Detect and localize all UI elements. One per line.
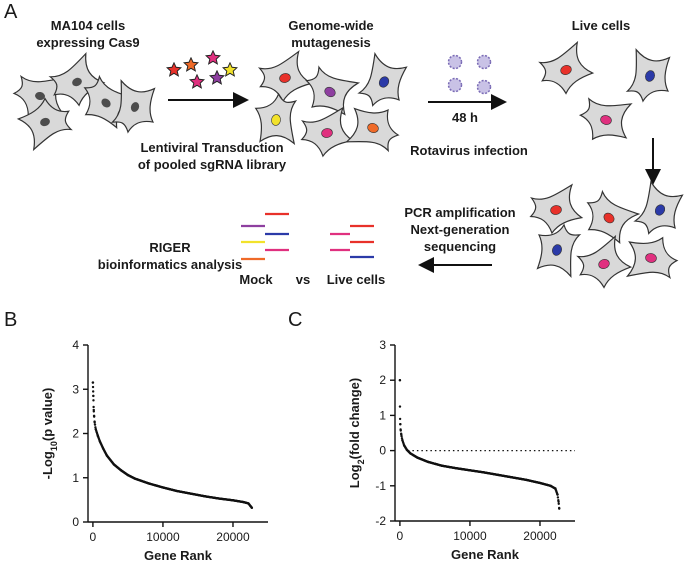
riger-label-line1: RIGER [149, 240, 191, 255]
cas9-cell-group [9, 51, 165, 152]
x-tick-label: 0 [397, 529, 404, 543]
data-point [91, 385, 95, 389]
rotavirus-icon [447, 54, 492, 95]
y-tick-label: 1 [379, 408, 386, 422]
x-tick-label: 20000 [216, 530, 250, 544]
mock-label: Mock [239, 272, 273, 287]
data-point [92, 399, 95, 402]
time-label: 48 h [452, 110, 478, 125]
data-point [556, 493, 559, 496]
y-tick-label: 0 [72, 515, 79, 529]
data-point [92, 415, 96, 418]
x-tick-label: 10000 [146, 530, 180, 544]
data-point [92, 394, 95, 398]
data-point [398, 379, 402, 382]
vs-label: vs [296, 272, 310, 287]
x-tick-label: 10000 [453, 529, 487, 543]
data-point [92, 408, 95, 412]
data-point [398, 417, 402, 421]
data-point [399, 429, 402, 432]
x-axis-title: Gene Rank [144, 548, 213, 563]
data-point [91, 381, 95, 384]
y-axis-title: -Log10(p value) [40, 388, 59, 480]
y-axis-title-part: Log [347, 464, 362, 488]
data-point [94, 426, 97, 429]
live-cell-group [533, 40, 680, 149]
y-tick-label: -1 [375, 479, 386, 493]
panel-label-b: B [4, 309, 17, 331]
data-point [91, 390, 95, 393]
mutagenized-cell-group [249, 49, 416, 160]
transduction-label-line1: Lentiviral Transduction [140, 140, 283, 155]
sgrna-library-icon [166, 50, 238, 89]
data-point [92, 405, 95, 409]
riger-label-line2: bioinformatics analysis [98, 257, 243, 272]
infection-label: Rotavirus infection [410, 143, 528, 158]
step1-label-line1: MA104 cells [51, 18, 125, 33]
x-tick-label: 20000 [523, 529, 557, 543]
pcr-label-line1: PCR amplification [404, 205, 515, 220]
data-point [400, 437, 404, 440]
step1-label-line2: expressing Cas9 [36, 35, 139, 50]
data-point [250, 506, 253, 509]
mock-reads-icon [241, 212, 289, 261]
y-tick-label: 2 [72, 427, 79, 441]
data-point [557, 506, 561, 510]
y-axis-title: Log2(fold change) [347, 378, 366, 488]
data-point [557, 502, 560, 505]
y-axis-title-part: (fold change) [347, 378, 362, 460]
x-axis-title: Gene Rank [451, 547, 520, 562]
y-tick-label: 4 [72, 338, 79, 352]
x-tick-label: 0 [90, 530, 97, 544]
y-tick-label: 2 [379, 373, 386, 387]
data-point [93, 420, 96, 423]
data-points [91, 381, 254, 510]
panel-label-a: A [4, 1, 18, 23]
live-reads-icon [330, 224, 374, 259]
step2-label-line2: mutagenesis [291, 35, 370, 50]
y-axis-title-part: (p value) [40, 388, 55, 441]
compare-live-label: Live cells [327, 272, 386, 287]
data-point [93, 423, 97, 426]
y-tick-label: 0 [379, 444, 386, 458]
transduction-label-line2: of pooled sgRNA library [138, 157, 287, 172]
y-tick-label: 3 [72, 382, 79, 396]
y-axis-title-subscript: 10 [49, 441, 59, 451]
y-axis-title-part: -Log [40, 451, 55, 479]
y-axis-title-subscript: 2 [356, 459, 366, 464]
data-point [399, 432, 403, 435]
expanded-cell-group [525, 177, 685, 295]
data-point [556, 496, 560, 499]
y-tick-label: -2 [375, 514, 386, 528]
data-point [398, 405, 402, 408]
data-point [400, 434, 403, 438]
pcr-label-line2: Next-generation [411, 222, 510, 237]
panel-label-c: C [288, 309, 302, 331]
y-tick-label: 1 [72, 471, 79, 485]
data-points [398, 379, 561, 510]
step2-label-line1: Genome-wide [288, 18, 373, 33]
pcr-label-line3: sequencing [424, 239, 496, 254]
data-point [399, 423, 402, 426]
y-tick-label: 3 [379, 338, 386, 352]
data-point [557, 499, 560, 502]
live-cells-label: Live cells [572, 18, 631, 33]
